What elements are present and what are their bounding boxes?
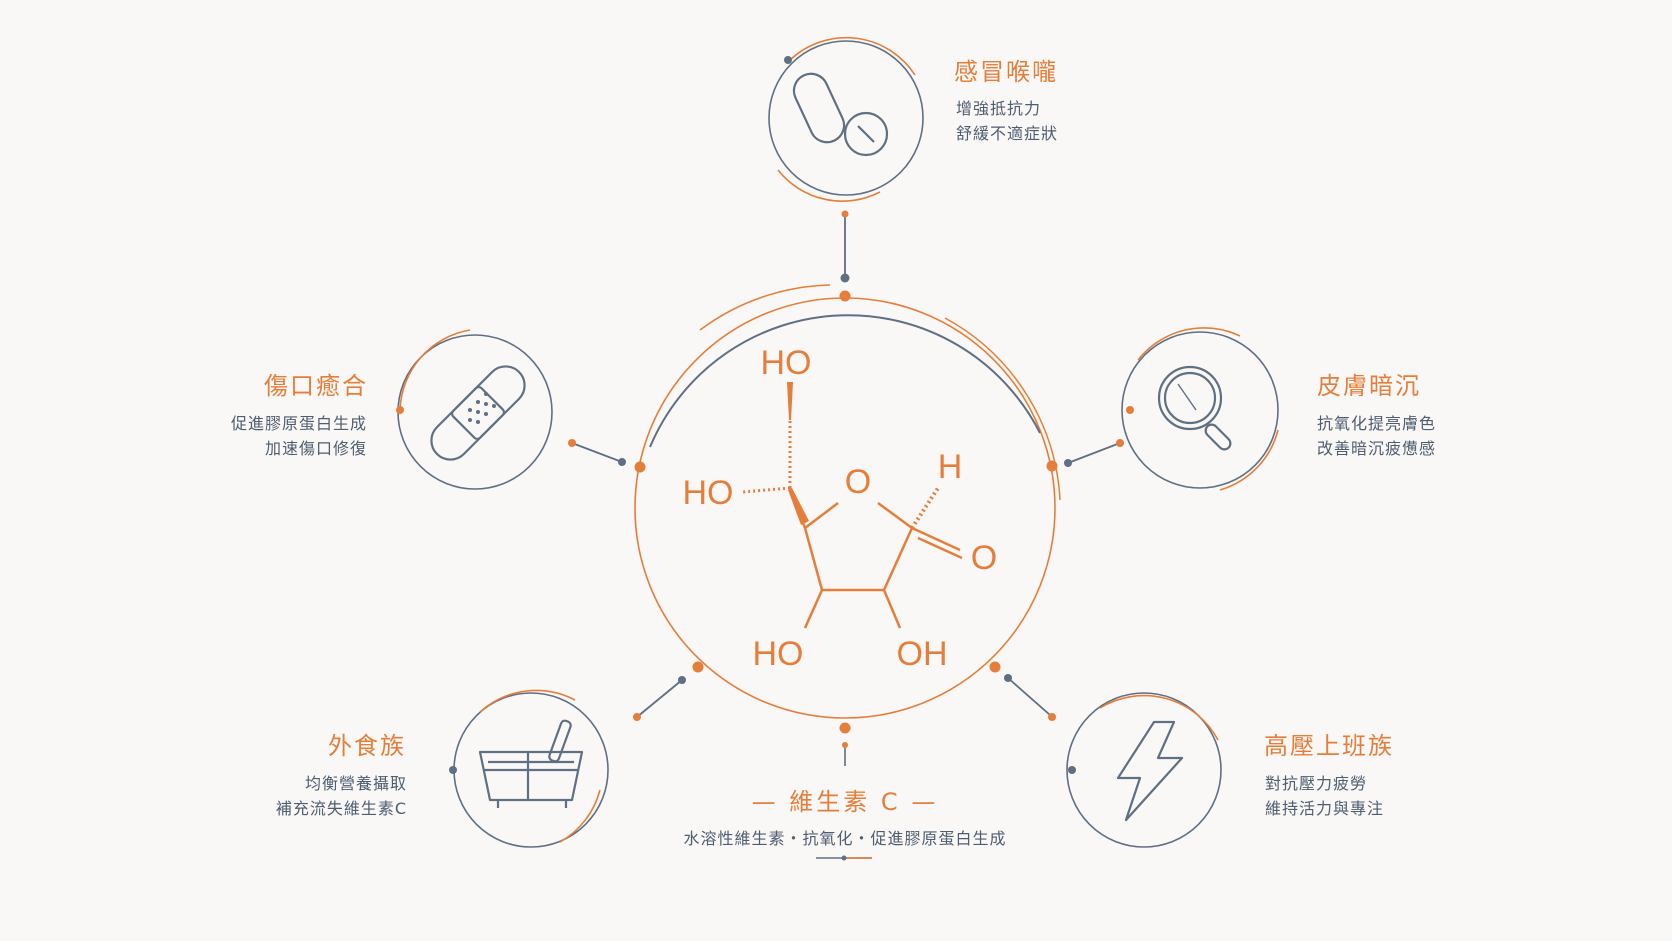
bond [803, 527, 824, 591]
atom-label: HO [753, 635, 804, 673]
benefit-desc-line1: 促進膠原蛋白生成 [230, 414, 367, 433]
atom-label: HO [683, 474, 734, 512]
benefit-desc-line2: 加速傷口修復 [264, 439, 367, 458]
atom-label: OH [897, 635, 948, 673]
atom-label: H [938, 448, 963, 486]
node-dull-skin [1121, 327, 1279, 491]
magnifier-icon [1157, 365, 1232, 451]
bond [877, 501, 913, 530]
dashed-bond [742, 486, 791, 494]
benefit-desc-line2: 補充流失維生素C [275, 799, 407, 818]
ascorbic-acid-molecule [742, 382, 963, 629]
center-subtitle: 水溶性維生素・抗氧化・促進膠原蛋白生成 [683, 829, 1007, 848]
atom-label: HO [761, 344, 812, 382]
connector-left [568, 439, 646, 473]
double-bond [911, 526, 961, 552]
benefit-title: 感冒喉嚨 [954, 58, 1058, 86]
node-eat-out [449, 689, 609, 848]
node-cold-sore-throat [768, 36, 924, 202]
benefit-desc-line1: 均衡營養攝取 [304, 774, 407, 793]
bond [804, 502, 839, 529]
node-wound-healing [396, 329, 553, 490]
benefit-desc-line1: 抗氧化提亮膚色 [1317, 414, 1437, 433]
dashed-bond [910, 486, 940, 530]
benefit-title: 傷口癒合 [264, 372, 368, 400]
wedge-bond [788, 488, 809, 525]
wedge-bond [787, 382, 793, 420]
center-caption-divider [816, 855, 872, 861]
benefit-title: 外食族 [328, 732, 406, 760]
benefit-title: 高壓上班族 [1264, 732, 1394, 760]
benefit-desc-line1: 對抗壓力疲勞 [1265, 774, 1368, 793]
connector-top [839, 210, 851, 302]
benefit-desc-line2: 舒緩不適症狀 [956, 124, 1059, 143]
lightning-icon [1116, 720, 1184, 822]
atom-label: O [845, 463, 871, 501]
bond [803, 589, 824, 629]
center-title: — 維生素 C — [751, 788, 939, 816]
pills-icon [792, 72, 889, 157]
benefit-desc-line2: 維持活力與專注 [1265, 799, 1385, 818]
benefit-desc-line2: 改善暗沉疲憊感 [1317, 439, 1437, 458]
connector-bottom-left [633, 661, 704, 721]
connector-bottom [839, 722, 851, 766]
connector-right [1046, 439, 1124, 472]
bond [882, 527, 914, 591]
atom-label: O [971, 539, 997, 577]
molecule-atoms: HO HO O H O HO OH [683, 344, 998, 673]
node-stressed-workers [1066, 692, 1222, 848]
benefit-desc-line1: 增強抵抗力 [956, 99, 1042, 118]
benefit-title: 皮膚暗沉 [1317, 372, 1421, 400]
double-bond [917, 536, 963, 560]
lunchbox-icon [478, 719, 584, 808]
connector-bottom-right [989, 661, 1056, 721]
bandage-icon [430, 365, 526, 461]
bond [882, 589, 902, 629]
